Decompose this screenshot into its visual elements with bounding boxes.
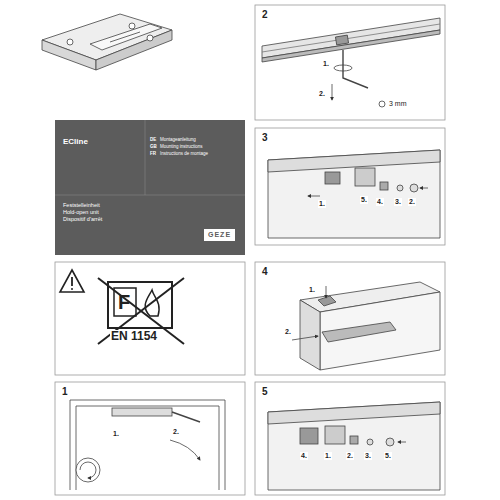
callout-number: 1.	[324, 452, 332, 460]
callout-number: 3.	[364, 452, 372, 460]
document-type: Mounting instructions	[160, 145, 203, 150]
callout-number: 4.	[376, 198, 384, 206]
callout-number: 2.	[346, 452, 354, 460]
brand-logo: GEZE	[204, 229, 235, 241]
dimension: 3 mm	[388, 100, 408, 108]
callout-number: 2.	[408, 198, 416, 206]
product-title: Hold-open unit	[63, 209, 99, 215]
standard-name: EN 1154	[110, 330, 158, 343]
housing-drawing	[292, 282, 440, 370]
cover-panel	[55, 120, 245, 255]
callout-number: 1.	[112, 430, 120, 438]
step-number: 3	[261, 132, 269, 143]
language-code: FR	[150, 152, 156, 157]
panel-frame	[55, 5, 445, 495]
document-type: Instructions de montage	[160, 152, 208, 157]
product-title: Dispositif d'arrêt	[63, 216, 102, 222]
callout-number: 1.	[308, 286, 316, 294]
language-code: GB	[150, 145, 157, 150]
product-title: Feststelleinheit	[63, 202, 100, 208]
step-number: 4	[261, 266, 269, 277]
callout-number: 1.	[318, 200, 326, 208]
step-number: 5	[261, 386, 269, 397]
step-number: 2	[261, 9, 269, 20]
callout-number: 5.	[360, 196, 368, 204]
product-name: ECline	[63, 138, 88, 147]
callout-number: 5.	[384, 452, 392, 460]
document-type: Montageanleitung	[160, 138, 196, 143]
callout-number: 2.	[172, 428, 180, 436]
rail-drawing	[262, 18, 440, 107]
callout-number: 2.	[318, 90, 326, 98]
callout-number: 2.	[284, 328, 292, 336]
language-code: DE	[150, 138, 156, 143]
callout-number: 3.	[394, 198, 402, 206]
warning-symbol	[60, 270, 184, 344]
step-number: 1	[61, 386, 69, 397]
callout-number: 4.	[300, 452, 308, 460]
part-drawing	[42, 14, 172, 70]
frame-drawing	[268, 402, 440, 490]
frame-drawing	[268, 150, 440, 238]
door-drawing	[70, 400, 225, 490]
fire-symbol: F	[118, 291, 130, 313]
callout-number: 1.	[322, 60, 330, 68]
